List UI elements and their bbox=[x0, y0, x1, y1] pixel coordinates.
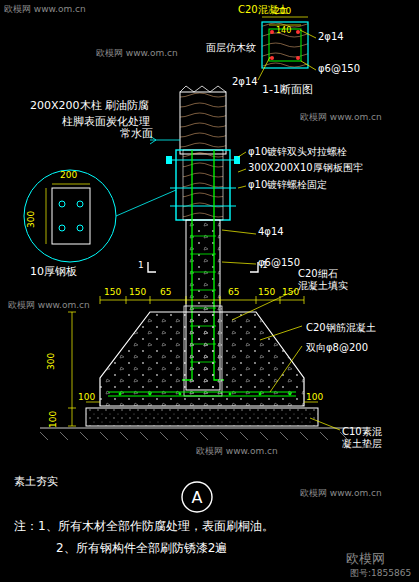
annotation-text: 300 bbox=[26, 211, 36, 228]
annotation-text: 150 bbox=[258, 287, 275, 297]
annotation-text: 200 bbox=[274, 6, 291, 16]
watermark: 欧模网 www.om.cn bbox=[8, 300, 90, 310]
annotation-text: φ6@150 bbox=[318, 63, 360, 75]
annotation-text: 100 bbox=[306, 392, 323, 402]
annotation-text: 注：1、所有木材全部作防腐处理，表面刷桐油。 bbox=[14, 520, 274, 534]
annotation-text: 素土夯实 bbox=[14, 476, 58, 489]
detail-circle: A bbox=[181, 481, 213, 513]
annotation-text: 面层仿木纹 bbox=[206, 42, 256, 54]
annotation-text: 100 bbox=[78, 392, 95, 402]
annotation-text: 2、所有钢构件全部刷防锈漆2遍 bbox=[56, 542, 227, 556]
annotation-text: 1 bbox=[138, 260, 144, 270]
annotation-text: 1-1断面图 bbox=[262, 84, 313, 97]
annotation-text: C10素混 凝土垫层 bbox=[342, 426, 406, 449]
watermark: 欧模网 www.om.cn bbox=[300, 112, 382, 122]
annotation-text: C20细石 混凝土填实 bbox=[298, 268, 362, 291]
annotation-text: 300X200X10厚钢板围牢 bbox=[248, 162, 363, 174]
watermark: 图号:1855865 bbox=[350, 568, 411, 578]
annotation-text: 常水面 bbox=[120, 128, 153, 141]
annotation-text: 100 bbox=[48, 411, 58, 428]
annotation-text: 150 bbox=[104, 287, 121, 297]
watermark: 欧模网 www.om.cn bbox=[300, 488, 382, 498]
annotation-text: 65 bbox=[228, 287, 239, 297]
annotation-text: 1 bbox=[262, 260, 268, 270]
annotation-text: 200X200木柱 刷油防腐 bbox=[30, 100, 149, 113]
watermark: 欧模网 www.om.cn bbox=[4, 4, 86, 14]
watermark: 欧模网 www.om.cn bbox=[196, 446, 278, 456]
annotation-text: C20钢筋混凝土 bbox=[306, 322, 376, 334]
annotation-text: 双向φ8@200 bbox=[306, 342, 368, 354]
annotation-text: φ10镀锌螺栓固定 bbox=[248, 179, 327, 191]
annotation-text: 300 bbox=[46, 353, 56, 370]
annotation-text: 10厚钢板 bbox=[30, 266, 77, 279]
annotation-text: φ10镀锌双头对拉螺栓 bbox=[248, 146, 347, 158]
annotation-text: 65 bbox=[160, 287, 171, 297]
annotation-text: 140 bbox=[276, 26, 291, 35]
annotation-text: 2φ14 bbox=[318, 31, 344, 43]
watermark: 欧模网 www.om.cn bbox=[96, 48, 178, 58]
annotation-text: 2φ14 bbox=[232, 76, 258, 88]
annotation-text: 柱脚表面炭化处理 bbox=[62, 116, 150, 129]
annotation-text: 4φ14 bbox=[258, 226, 284, 238]
watermark: 欧模网 bbox=[346, 552, 385, 567]
annotation-text: 150 bbox=[282, 287, 299, 297]
detail-letter: A bbox=[181, 488, 213, 507]
annotation-text: 200 bbox=[60, 170, 77, 180]
annotation-text: 150 bbox=[129, 287, 146, 297]
